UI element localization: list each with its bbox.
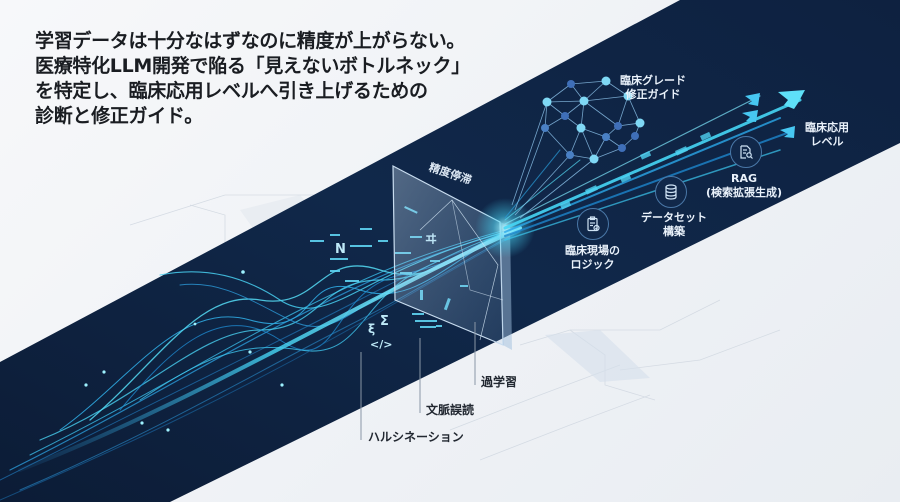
headline-line-1: 学習データは十分なはずなのに精度が上がらない。 (35, 30, 466, 52)
xi-glyph: ξ (368, 322, 375, 336)
headline-line-2: 医療特化LLM開発で陥る「見えないボトルネック」 (35, 55, 470, 77)
headline-line-4: 診断と修正ガイド。 (35, 105, 203, 127)
label-dataset-construction: データセット 構築 (641, 211, 707, 238)
data-blocks (559, 131, 712, 210)
headline-line-3: を特定し、臨床応用レベルへ引き上げるための (35, 80, 428, 102)
code-icon: </> (370, 338, 392, 351)
neural-network-icon (511, 76, 645, 219)
n-glyph: N (335, 242, 346, 257)
label-hallucination: ハルシネーション (368, 430, 464, 444)
document-search-icon (730, 136, 762, 168)
glow-dots (84, 270, 284, 432)
label-overfitting: 過学習 (481, 375, 518, 389)
clipboard-check-icon (577, 208, 609, 240)
database-icon (655, 176, 687, 208)
headline: 学習データは十分なはずなのに精度が上がらない。 医療特化LLM開発で陥る「見えな… (35, 29, 470, 129)
label-clinical-grade-guide: 臨床グレード 修正ガイド (620, 74, 686, 101)
label-clinical-level: 臨床応用 レベル (805, 121, 849, 148)
arrow-up-right-icon (778, 90, 805, 109)
label-context-misreading: 文脈誤読 (426, 403, 475, 417)
background-tile (545, 330, 650, 382)
label-rag: RAG (検索拡張生成) (706, 172, 783, 199)
label-clinical-logic: 臨床現場の ロジック (565, 244, 620, 271)
sigma-glyph: Σ (380, 314, 389, 329)
callout-lines (360, 322, 476, 440)
upward-arrows (742, 90, 805, 138)
